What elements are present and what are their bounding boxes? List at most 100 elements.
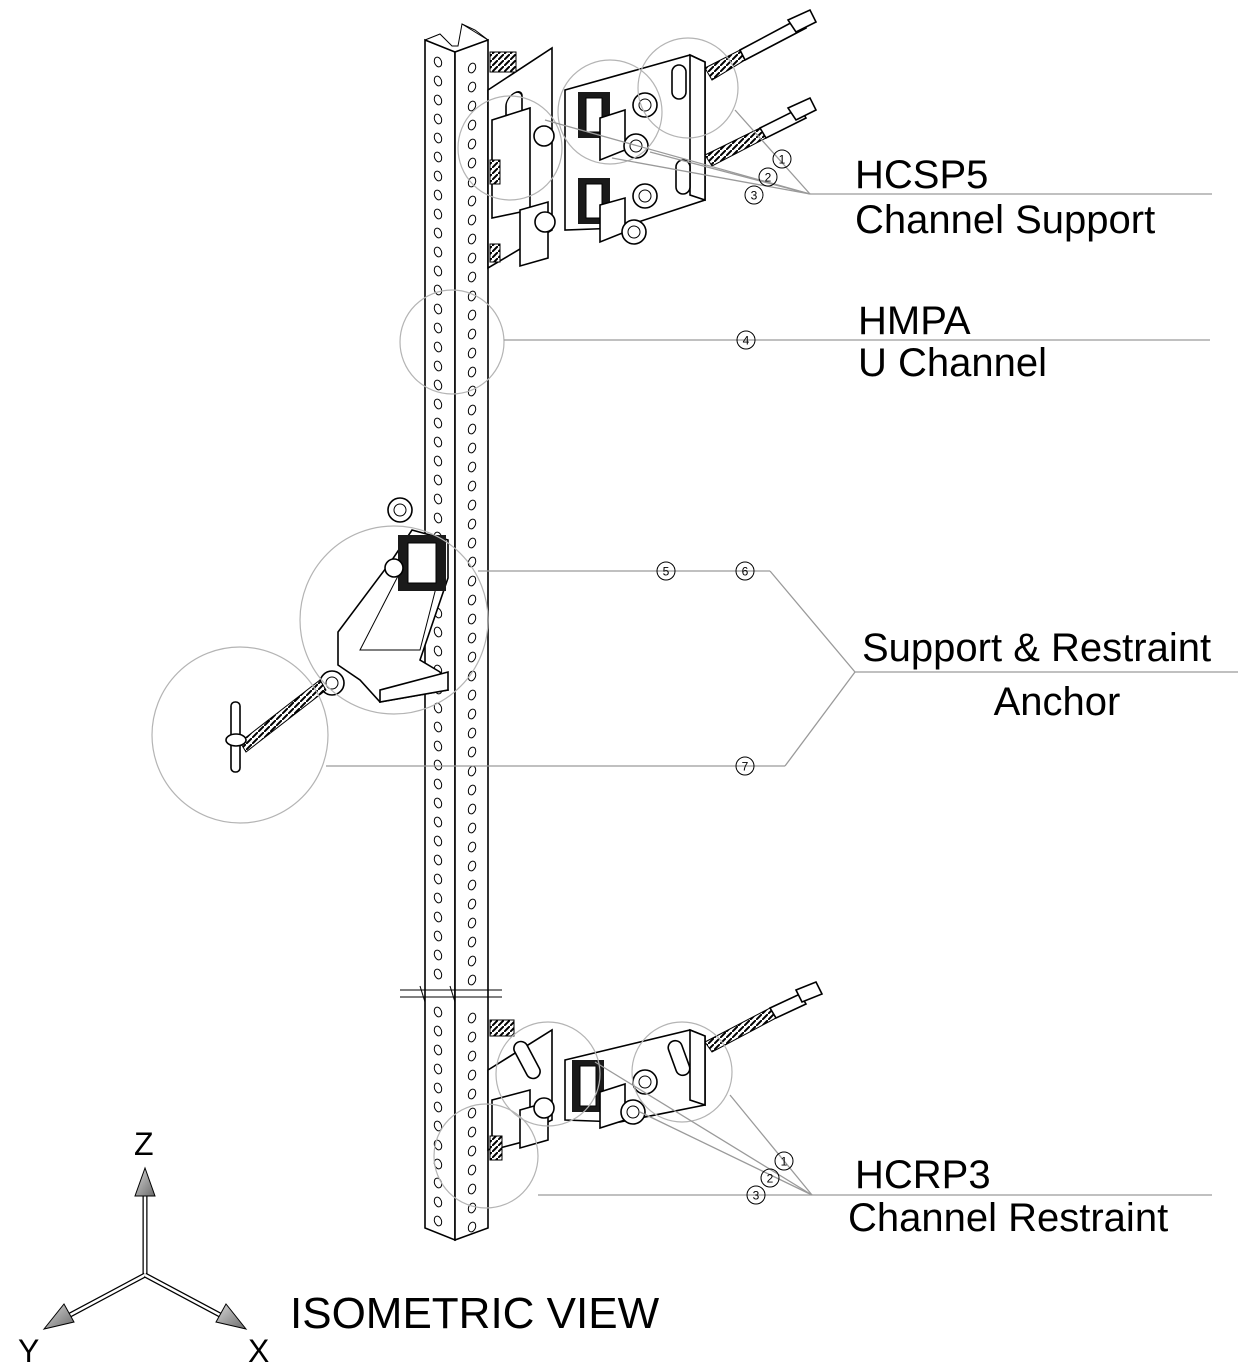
channel-hole (467, 518, 477, 530)
svg-text:6: 6 (742, 565, 749, 579)
channel-hole (433, 436, 443, 448)
hcsp5-name-label: Channel Support (855, 198, 1155, 242)
bubble-hcrp3-1: 1 (774, 1151, 794, 1171)
channel-hole (433, 1044, 443, 1056)
hmpa-name-label: U Channel (858, 341, 1047, 385)
y-axis-label: Y (18, 1333, 39, 1365)
bubble-hcsp5-1: 1 (772, 149, 792, 169)
channel-hole (467, 138, 477, 150)
anchor-bolt-restraint (704, 980, 824, 1053)
channel-hole (433, 227, 443, 239)
channel-hole (467, 347, 477, 359)
channel-hole (467, 309, 477, 321)
channel-hole (467, 233, 477, 245)
anchor-bolt-upper (704, 8, 818, 81)
channel-hole (433, 265, 443, 277)
channel-hole (433, 398, 443, 410)
channel-hole (433, 94, 443, 106)
hcsp5-code-label: HCSP5 (855, 153, 988, 197)
channel-hole (467, 81, 477, 93)
channel-hole (467, 176, 477, 188)
channel-hole (433, 151, 443, 163)
channel-hole (433, 455, 443, 467)
channel-hole (433, 246, 443, 258)
channel-hole (467, 594, 477, 606)
bubble-hcsp5-2: 2 (758, 167, 778, 187)
z-axis-label: Z (134, 1126, 154, 1162)
channel-hole (467, 271, 477, 283)
channel-hole (467, 328, 477, 340)
channel-break-symbol (400, 985, 502, 1003)
bubble-anchor-6: 6 (735, 561, 755, 581)
axis-triad: Z Y X (18, 1126, 269, 1365)
channel-hole (433, 56, 443, 68)
channel-hole (467, 879, 477, 891)
channel-hole (467, 917, 477, 929)
channel-hole (467, 214, 477, 226)
channel-hole (467, 651, 477, 663)
channel-hole (467, 1012, 477, 1024)
channel-hole (467, 1107, 477, 1119)
bubble-hcsp5-3: 3 (744, 185, 764, 205)
channel-hole (433, 778, 443, 790)
channel-hole (467, 157, 477, 169)
channel-hole (467, 1221, 477, 1233)
channel-hole (467, 727, 477, 739)
channel-hole (433, 303, 443, 315)
svg-text:5: 5 (663, 565, 670, 579)
z-axis-arrow-icon (134, 1166, 156, 1197)
bubble-hcrp3-2: 2 (760, 1168, 780, 1188)
channel-hole (433, 360, 443, 372)
channel-hole (467, 898, 477, 910)
channel-hole (467, 1069, 477, 1081)
channel-hole (433, 1006, 443, 1018)
channel-hole (433, 1025, 443, 1037)
leader-lines (326, 109, 1238, 1196)
channel-hole (433, 740, 443, 752)
channel-hole (467, 385, 477, 397)
channel-hole (467, 404, 477, 416)
svg-text:3: 3 (751, 189, 758, 203)
channel-hole (433, 721, 443, 733)
channel-hole (433, 474, 443, 486)
channel-hole (433, 854, 443, 866)
hcsp5-bracket-assembly (487, 8, 818, 270)
x-axis-label: X (248, 1333, 269, 1365)
svg-text:4: 4 (743, 334, 750, 348)
channel-hole (433, 892, 443, 904)
channel-hole (433, 968, 443, 980)
bubble-hcrp3-3: 3 (746, 1185, 766, 1205)
channel-hole (433, 930, 443, 942)
channel-hole (433, 113, 443, 125)
channel-hole (433, 1082, 443, 1094)
channel-hole (467, 461, 477, 473)
channel-hole (433, 949, 443, 961)
channel-hole (467, 1145, 477, 1157)
callout-labels: HCSP5 Channel Support HMPA U Channel Sup… (848, 153, 1211, 1240)
anchor-bolt-lower (704, 96, 818, 167)
hcrp3-name-label: Channel Restraint (848, 1196, 1168, 1240)
channel-hole (467, 1031, 477, 1043)
channel-hole (433, 322, 443, 334)
channel-hole (467, 423, 477, 435)
channel-hole (467, 822, 477, 834)
svg-text:1: 1 (779, 153, 786, 167)
channel-hole (467, 689, 477, 701)
channel-hole (467, 100, 477, 112)
channel-hole (467, 499, 477, 511)
channel-hole (433, 1196, 443, 1208)
channel-hole (467, 119, 477, 131)
channel-hole (467, 1164, 477, 1176)
svg-text:3: 3 (753, 1189, 760, 1203)
channel-hole (467, 1050, 477, 1062)
channel-hole (467, 841, 477, 853)
channel-hole (467, 1088, 477, 1100)
channel-hole (467, 708, 477, 720)
view-title: ISOMETRIC VIEW (290, 1289, 660, 1338)
bubble-anchor-5: 5 (656, 561, 676, 581)
svg-text:2: 2 (765, 171, 772, 185)
channel-hole (433, 1120, 443, 1132)
channel-hole (467, 1126, 477, 1138)
channel-hole (467, 803, 477, 815)
